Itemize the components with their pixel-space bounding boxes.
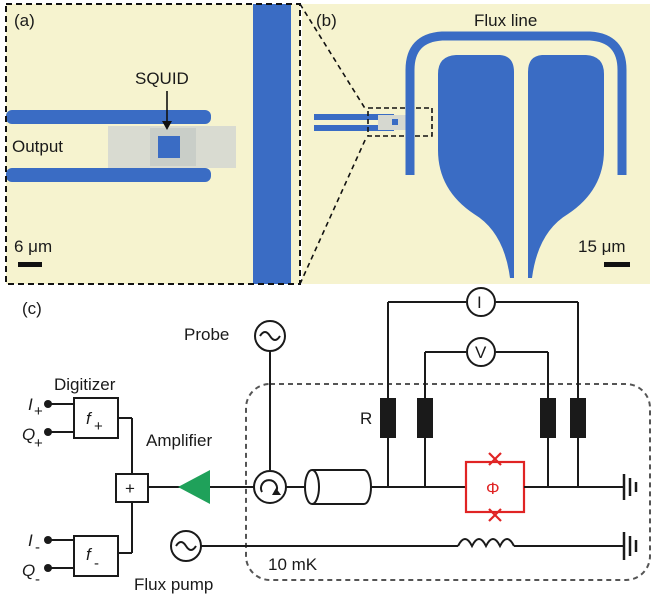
q-minus-sub: - [35,571,40,588]
mixer-plus: + [125,479,135,498]
digitizer-label: Digitizer [54,375,116,394]
squid-arrow-icon [162,121,172,130]
panel-c-tag: (c) [22,299,42,318]
i-minus-sub: - [35,539,40,556]
resistor-2 [417,398,433,438]
ground-icon-2 [622,532,638,560]
panel-b: (b) Flux line 15 μm [299,3,650,285]
amplifier-icon [178,470,210,504]
flux-line-label: Flux line [474,11,537,30]
scale-a-bar [18,262,42,267]
voltage-meter-label: V [475,343,487,362]
ground-icon [622,474,638,500]
resistor-label: R [360,409,372,428]
digitizer-minus-box [73,535,119,577]
cryostat-box [245,383,651,581]
i-minus-label: I [28,531,33,550]
inductor-icon [457,538,515,549]
q-plus-label: Q [22,425,35,444]
scale-a-label: 6 μm [14,237,52,256]
current-meter-label: I [477,293,482,312]
f-minus-sub: - [94,555,99,572]
scale-b-label: 15 μm [578,237,626,256]
f-minus: f [86,545,93,564]
q-minus-terminal [44,564,52,572]
i-minus-terminal [44,536,52,544]
i-plus-terminal [44,400,52,408]
resistor-1 [380,398,396,438]
circulator-icon [253,470,287,504]
coax-line-icon [312,469,372,505]
panel-b-tag: (b) [316,11,337,30]
flux-pump-label: Flux pump [134,575,213,594]
i-plus-sub: + [34,403,43,420]
output-label: Output [12,137,63,156]
i-plus-label: I [28,395,33,414]
f-plus: f [86,409,93,428]
scale-b-bar [604,262,630,267]
q-plus-terminal [44,428,52,436]
panel-c: (c) 10 mK Probe Amplifier + Digitizer f … [22,287,651,594]
voltage-meter [466,337,496,367]
current-meter [466,287,496,317]
temperature-label: 10 mK [268,555,318,574]
panel-a-tag: (a) [14,11,35,30]
probe-label: Probe [184,325,229,344]
squid-label: SQUID [135,69,189,88]
panel-a: (a) SQUID Output 6 μm [5,3,301,285]
q-minus-label: Q [22,561,35,580]
resistor-3 [540,398,556,438]
resistor-4 [570,398,586,438]
f-plus-sub: + [94,418,103,435]
amplifier-label: Amplifier [146,431,212,450]
flux-symbol: Φ [486,479,500,498]
q-plus-sub: + [34,435,43,452]
